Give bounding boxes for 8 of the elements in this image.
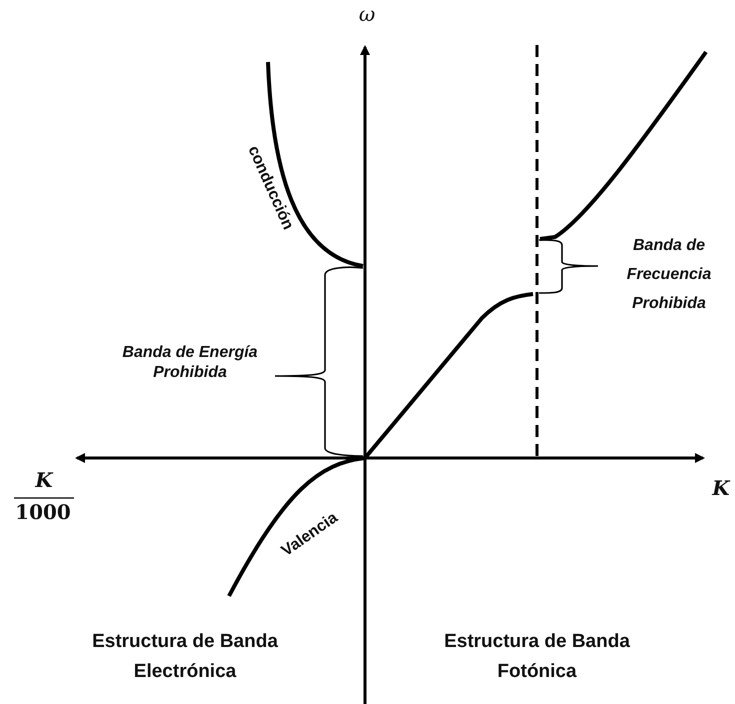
axis-label: ω <box>358 2 376 27</box>
section-label: Estructura de Banda Electrónica <box>91 630 279 684</box>
axis-label: K <box>34 468 54 493</box>
axis-label: K <box>710 476 732 501</box>
gap-label: Banda de Frecuencia Prohibida <box>626 236 712 314</box>
gap-label: Banda de Energía Prohibida <box>121 343 259 383</box>
axis-label: 1000 <box>14 500 72 525</box>
section-label: Estructura de Banda Fotónica <box>443 630 631 684</box>
